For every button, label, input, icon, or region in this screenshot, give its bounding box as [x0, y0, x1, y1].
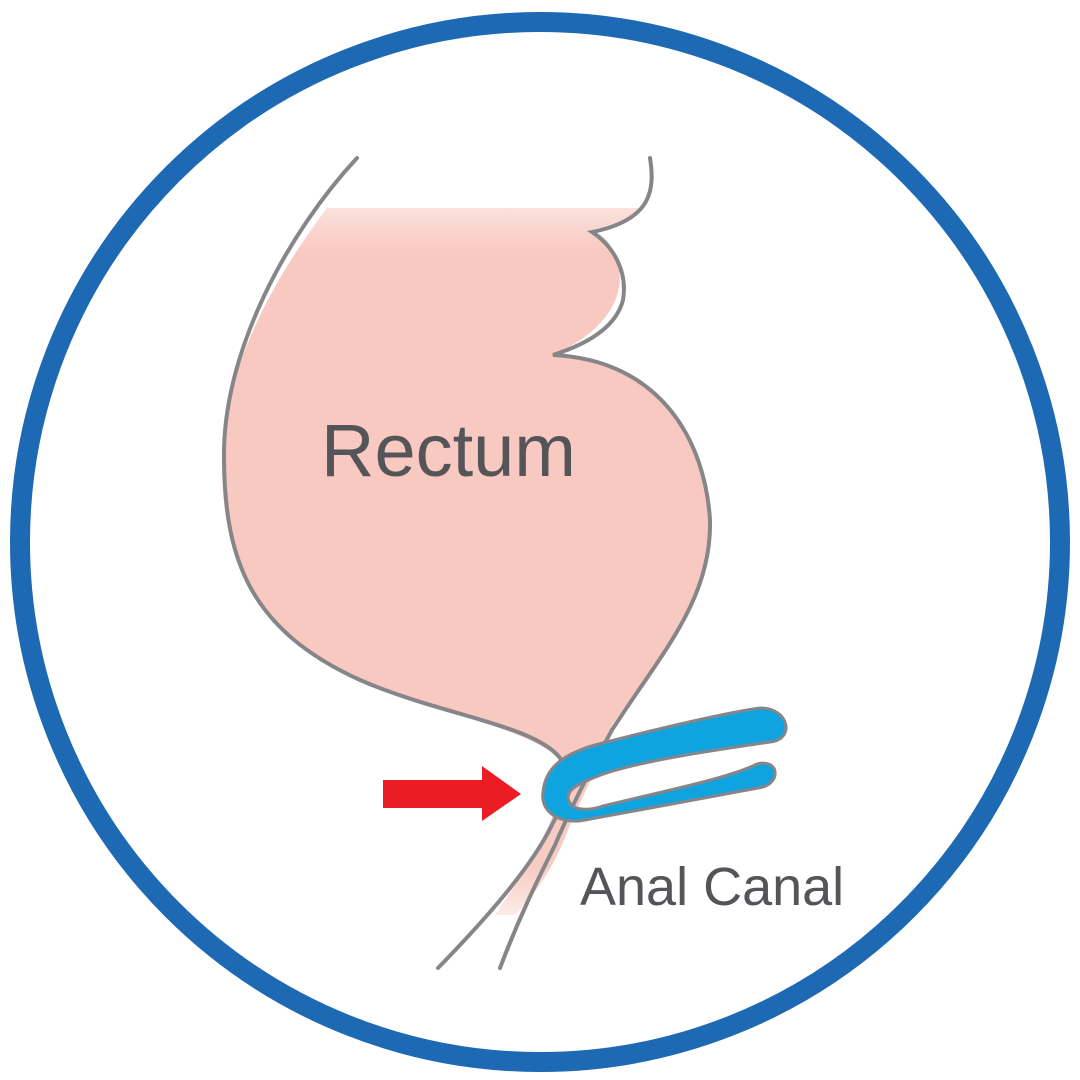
anal-canal-label: Anal Canal — [580, 857, 844, 917]
frame-circle — [10, 12, 1070, 1072]
rectum-right-wall — [498, 156, 713, 970]
rectum-label: Rectum — [321, 409, 576, 492]
muscle-sling — [541, 706, 788, 823]
red-arrow-icon — [383, 766, 521, 821]
rectum-left-wall — [221, 156, 568, 970]
rectum-body — [222, 208, 711, 760]
